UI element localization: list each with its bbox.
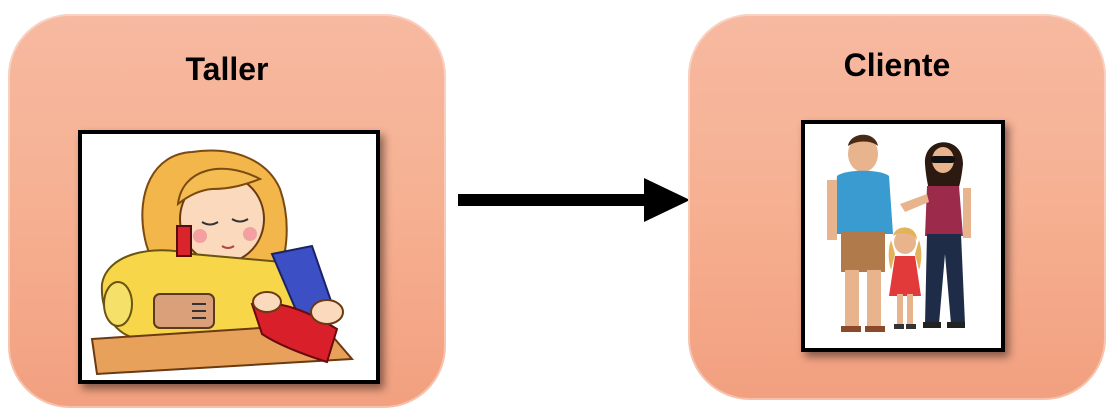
flow-arrow-icon [458,178,690,222]
family-illustration-icon [827,134,971,332]
cliente-box: Cliente [688,14,1106,400]
family-image-frame [801,120,1005,352]
taller-box: Taller [8,14,446,408]
seamstress-image-frame [78,130,380,384]
taller-title: Taller [185,51,269,87]
seamstress-illustration-icon [90,149,355,376]
cliente-title: Cliente [843,47,951,83]
